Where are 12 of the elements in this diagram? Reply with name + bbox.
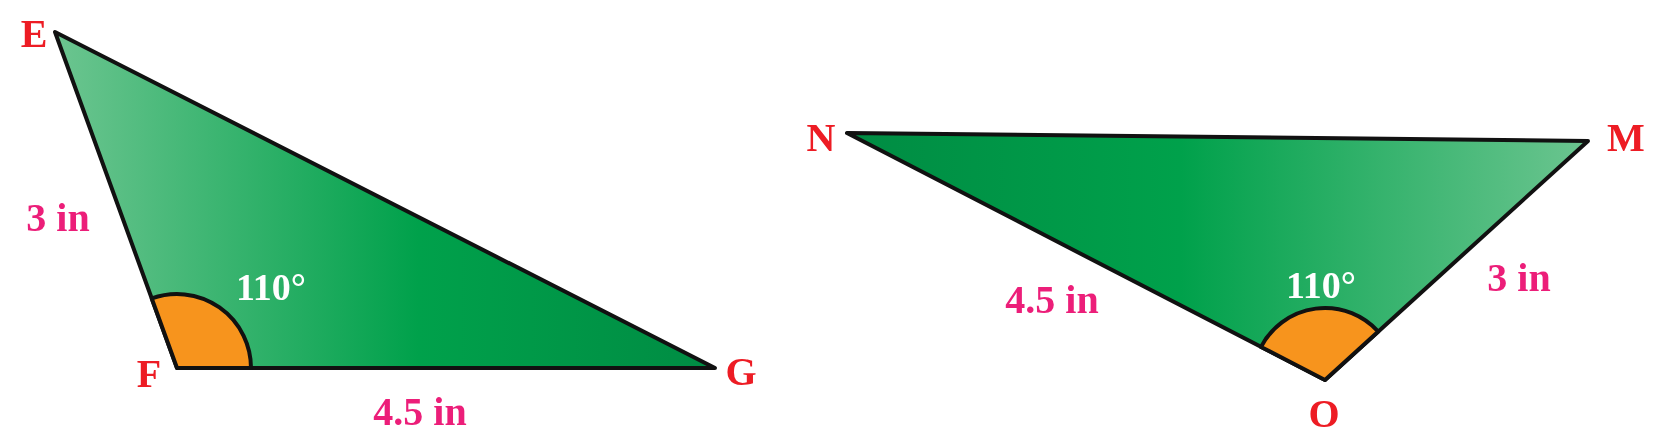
vertex-label: N <box>806 118 836 158</box>
vertex-label: F <box>136 354 162 394</box>
length-label: 4.5 in <box>1005 280 1099 320</box>
vertex-label: M <box>1607 118 1645 158</box>
angle-label: 110° <box>1285 266 1357 304</box>
angle-label: 110° <box>235 268 307 306</box>
length-label: 3 in <box>26 198 90 238</box>
vertex-label: O <box>1308 394 1340 434</box>
vertex-label: E <box>20 14 48 54</box>
length-label: 4.5 in <box>373 392 467 432</box>
length-label: 3 in <box>1487 258 1551 298</box>
vertex-label: G <box>725 352 757 392</box>
